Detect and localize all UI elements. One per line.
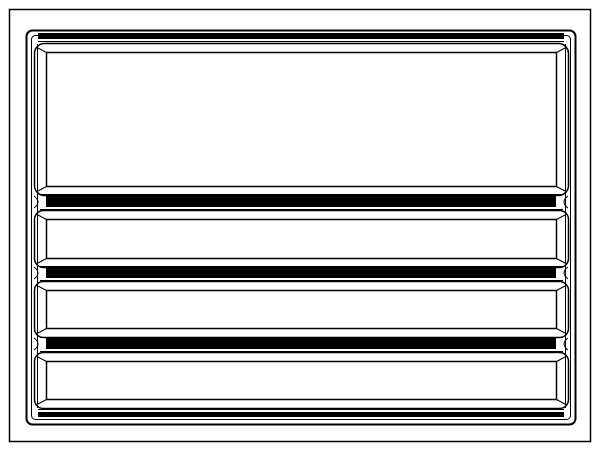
drawer-panel-1 bbox=[33, 209, 570, 269]
divider-rail-3 bbox=[33, 337, 569, 352]
divider-rail-1 bbox=[33, 194, 569, 210]
drawer-panel-3 bbox=[33, 351, 570, 410]
cabinet-body bbox=[25, 29, 577, 426]
outer-frame bbox=[8, 8, 592, 443]
divider-rail-2 bbox=[33, 266, 569, 281]
drawer-panel-2 bbox=[33, 280, 570, 339]
main-compartment bbox=[33, 42, 570, 197]
side-posts bbox=[37, 44, 566, 408]
